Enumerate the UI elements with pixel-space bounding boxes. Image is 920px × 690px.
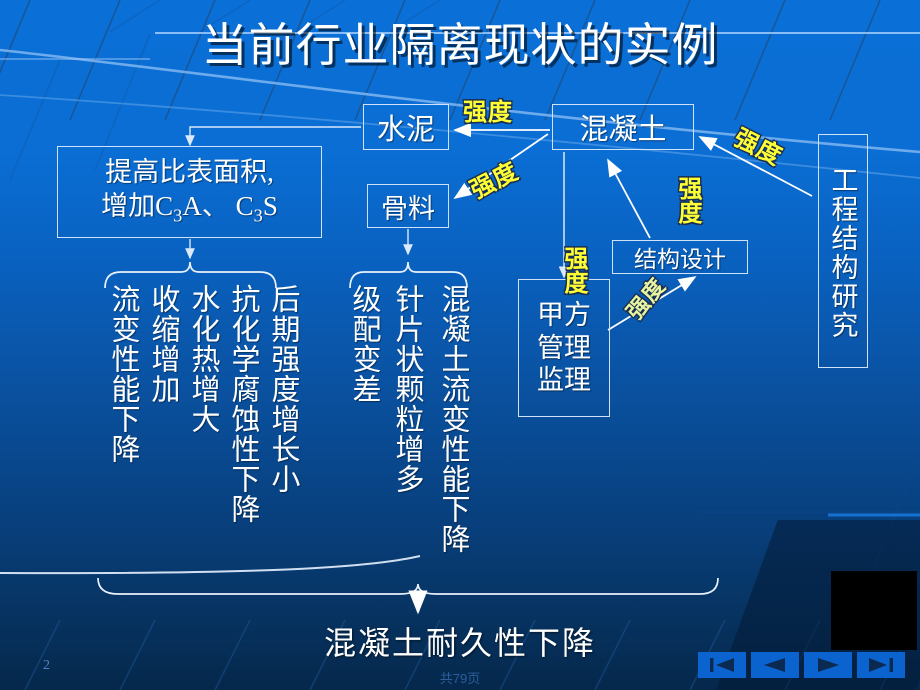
cement-measure-line-1: 提高比表面积, [105, 157, 274, 188]
cement-measure-sub-2: 3 [253, 205, 263, 226]
first-page-button[interactable] [698, 652, 746, 678]
node-engineering-research[interactable]: 工程结构研究 [818, 134, 868, 368]
node-aggregate[interactable]: 骨料 [367, 184, 449, 228]
effect-column-cement-3: 水化热增大 [187, 284, 219, 434]
page-title: 当前行业隔离现状的实例 [201, 20, 719, 71]
edge-label-strength-4: 强度 [560, 246, 587, 294]
triangle-right-icon [818, 658, 839, 672]
conclusion-text: 混凝土耐久性下降 [323, 625, 596, 661]
node-structural-design[interactable]: 结构设计 [612, 240, 748, 274]
node-cement-label: 水泥 [376, 114, 435, 146]
cement-measure-c3s-prefix: A、 C [182, 191, 254, 222]
node-cement-measure[interactable]: 提高比表面积, 增加C3A、 C3S [57, 146, 322, 238]
cement-measure-c3s-suffix: S [262, 191, 278, 222]
effect-column-cement-2: 收缩增加 [147, 284, 179, 404]
edge-label-strength-5: 强度 [674, 176, 701, 224]
node-owner-management[interactable]: 甲方 管理 监理 [518, 279, 610, 417]
cement-measure-sub-1: 3 [173, 205, 183, 226]
effect-column-aggregate-1: 级配变差 [348, 284, 380, 404]
skip-to-start-icon [710, 658, 734, 672]
cement-measure-c3a-prefix: 增加C [101, 191, 174, 222]
effect-column-cement-4: 抗化学腐蚀性下降 [227, 284, 259, 524]
owner-line-2: 管理 [537, 332, 591, 363]
page-total-label: 共79页 [439, 671, 481, 686]
slide-navigation-bar[interactable] [698, 652, 905, 678]
node-engineering-research-label: 工程结构研究 [827, 166, 858, 340]
background-band [155, 32, 920, 34]
effect-column-aggregate-2: 针片状颗粒增多 [391, 284, 423, 494]
effect-column-aggregate-3: 混凝土流变性能下降 [437, 284, 469, 554]
node-concrete-label: 混凝土 [579, 114, 667, 146]
effect-column-cement-1: 流变性能下降 [107, 284, 139, 464]
node-cement[interactable]: 水泥 [363, 104, 449, 150]
last-page-button[interactable] [857, 652, 905, 678]
node-structural-design-label: 结构设计 [634, 247, 726, 272]
node-concrete[interactable]: 混凝土 [552, 104, 694, 150]
triangle-left-icon [764, 658, 785, 672]
node-aggregate-label: 骨料 [381, 193, 435, 224]
next-page-button[interactable] [804, 652, 852, 678]
previous-page-button[interactable] [751, 652, 799, 678]
effect-column-cement-5: 后期强度增长小 [267, 284, 299, 494]
owner-line-3: 监理 [537, 365, 591, 396]
edge-label-strength-1: 强度 [463, 99, 513, 126]
skip-to-end-icon [869, 658, 893, 672]
owner-line-1: 甲方 [537, 299, 591, 330]
cement-measure-line-2: 增加C3A、 C3S [101, 190, 278, 227]
